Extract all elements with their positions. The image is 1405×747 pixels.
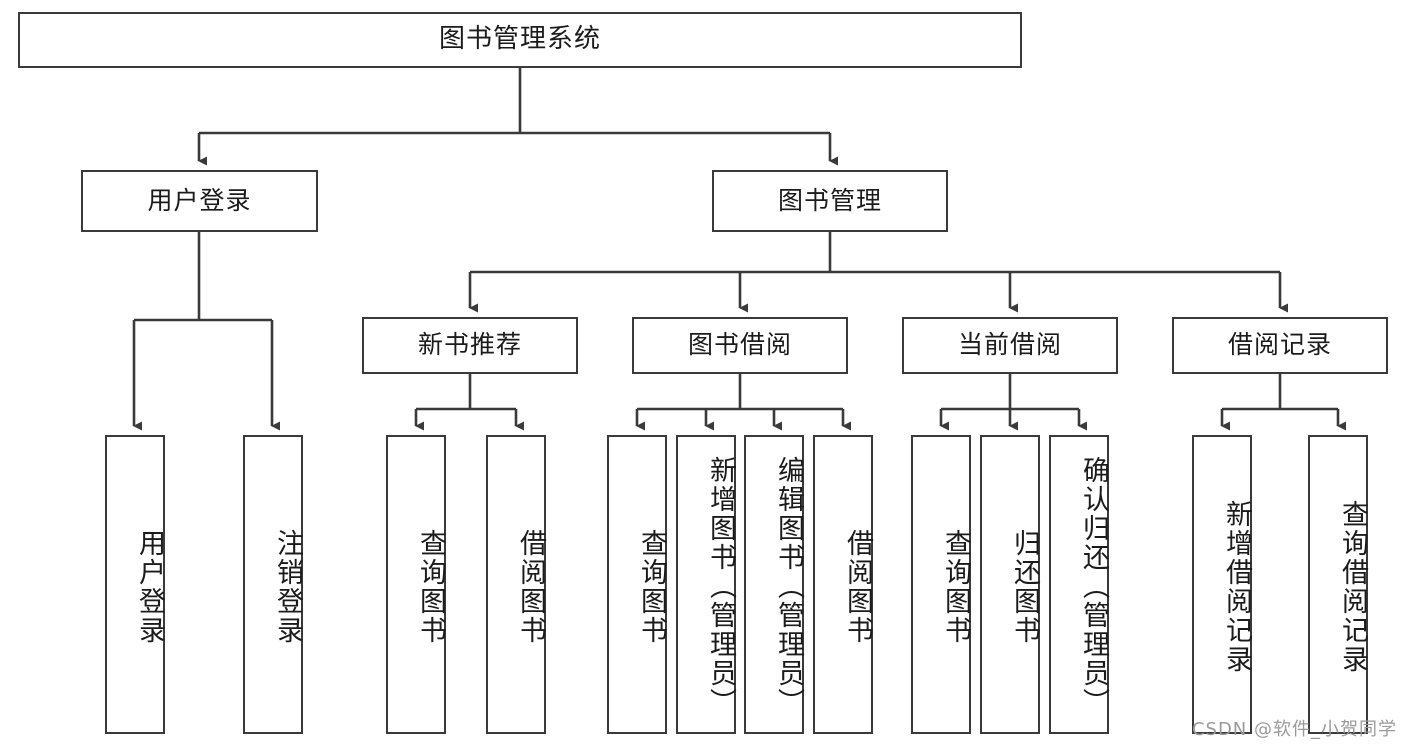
node-label: 新书推荐 xyxy=(417,330,522,360)
node-label: 用户登录 xyxy=(147,185,252,215)
node-label: 借阅图书 xyxy=(842,528,873,645)
node-leaf-query-book-borrow[interactable]: 查询图书 xyxy=(607,435,667,734)
watermark-csdn: CSDN @软件_小贺同学 xyxy=(1191,719,1397,740)
node-new-book-recommendation[interactable]: 新书推荐 xyxy=(362,317,578,374)
node-label: 图书借阅 xyxy=(687,330,792,360)
node-label: 编辑图书（管理员） xyxy=(773,456,804,717)
node-leaf-confirm-return-admin[interactable]: 确认归还（管理员） xyxy=(1049,435,1109,734)
node-label: 图书管理 xyxy=(777,185,882,215)
node-label: 查询图书 xyxy=(636,528,667,645)
node-leaf-edit-book-admin[interactable]: 编辑图书（管理员） xyxy=(744,435,804,734)
node-leaf-borrow-book-recommend[interactable]: 借阅图书 xyxy=(486,435,546,734)
node-label: 确认归还（管理员） xyxy=(1078,456,1109,717)
node-leaf-return-book[interactable]: 归还图书 xyxy=(980,435,1040,734)
node-borrow-record[interactable]: 借阅记录 xyxy=(1172,317,1388,374)
node-leaf-user-login[interactable]: 用户登录 xyxy=(105,435,165,734)
node-label: 当前借阅 xyxy=(957,330,1062,360)
node-leaf-add-book-admin[interactable]: 新增图书（管理员） xyxy=(676,435,736,734)
node-label: 新增图书（管理员） xyxy=(705,456,736,717)
node-label: 借阅记录 xyxy=(1227,330,1332,360)
node-root-system[interactable]: 图书管理系统 xyxy=(18,12,1022,68)
node-label: 注销登录 xyxy=(272,528,303,645)
node-label: 归还图书 xyxy=(1009,528,1040,645)
node-label: 用户登录 xyxy=(134,528,165,645)
node-leaf-borrow-book[interactable]: 借阅图书 xyxy=(813,435,873,734)
node-user-login[interactable]: 用户登录 xyxy=(81,170,318,232)
node-label: 查询借阅记录 xyxy=(1337,499,1368,674)
node-leaf-add-borrow-record[interactable]: 新增借阅记录 xyxy=(1192,435,1252,734)
node-label: 查询图书 xyxy=(940,528,971,645)
node-leaf-query-book-recommend[interactable]: 查询图书 xyxy=(386,435,446,734)
node-current-borrow[interactable]: 当前借阅 xyxy=(902,317,1118,374)
node-leaf-query-borrow-record[interactable]: 查询借阅记录 xyxy=(1308,435,1368,734)
node-leaf-logout[interactable]: 注销登录 xyxy=(243,435,303,734)
node-label: 查询图书 xyxy=(415,528,446,645)
node-label: 借阅图书 xyxy=(515,528,546,645)
node-book-manage[interactable]: 图书管理 xyxy=(712,170,948,232)
node-book-borrow[interactable]: 图书借阅 xyxy=(632,317,848,374)
node-leaf-query-book-current[interactable]: 查询图书 xyxy=(911,435,971,734)
node-label: 新增借阅记录 xyxy=(1221,499,1252,674)
node-label: 图书管理系统 xyxy=(438,24,601,55)
